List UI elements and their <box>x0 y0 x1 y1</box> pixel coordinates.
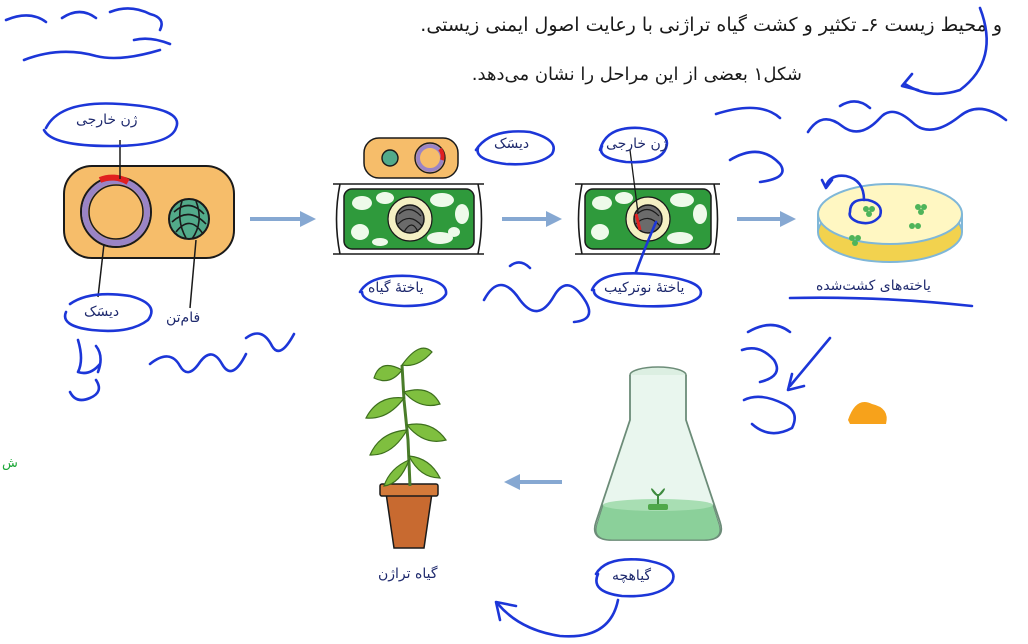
label-recombinant-cell: یاختهٔ نوترکیب <box>604 280 685 296</box>
label-transgenic-plant: گیاه تراژن <box>378 566 438 582</box>
label-foreign-gene-2: ژن خارجی <box>606 136 668 152</box>
label-disk-1: دیسَک <box>84 304 120 320</box>
plasmid-ring <box>82 178 150 246</box>
foreign-gene-segment <box>98 174 130 185</box>
handwritten-annotations <box>4 6 1008 638</box>
process-arrows <box>250 211 796 490</box>
label-plant-cell: یاختهٔ گیاه <box>368 280 424 296</box>
side-note: ش <box>2 456 18 471</box>
label-seedling: گیاهچه <box>612 568 652 584</box>
label-disk-2: دیسَک <box>494 136 530 152</box>
chromosome-coil <box>168 198 210 240</box>
label-cultured-cells: یاخته‌های کشت‌شده <box>816 278 931 294</box>
orange-mark <box>848 402 887 424</box>
culture-flask <box>593 366 723 541</box>
header-line-1: و محیط زیست ۶ـ تکثیر و کشت گیاه تراژنی ب… <box>420 14 1002 36</box>
petri-dish <box>817 183 963 263</box>
transgenic-plant <box>365 347 447 549</box>
bacterium <box>63 140 235 309</box>
recombinant-cell <box>575 149 720 255</box>
label-chromosome: فام‌تن <box>166 310 201 326</box>
plant-cell <box>333 183 484 255</box>
label-foreign-gene-1: ژن خارجی <box>76 112 138 128</box>
header-line-2: شکل۱ بعضی از این مراحل را نشان می‌دهد. <box>471 64 802 85</box>
small-bacterium <box>363 137 459 179</box>
